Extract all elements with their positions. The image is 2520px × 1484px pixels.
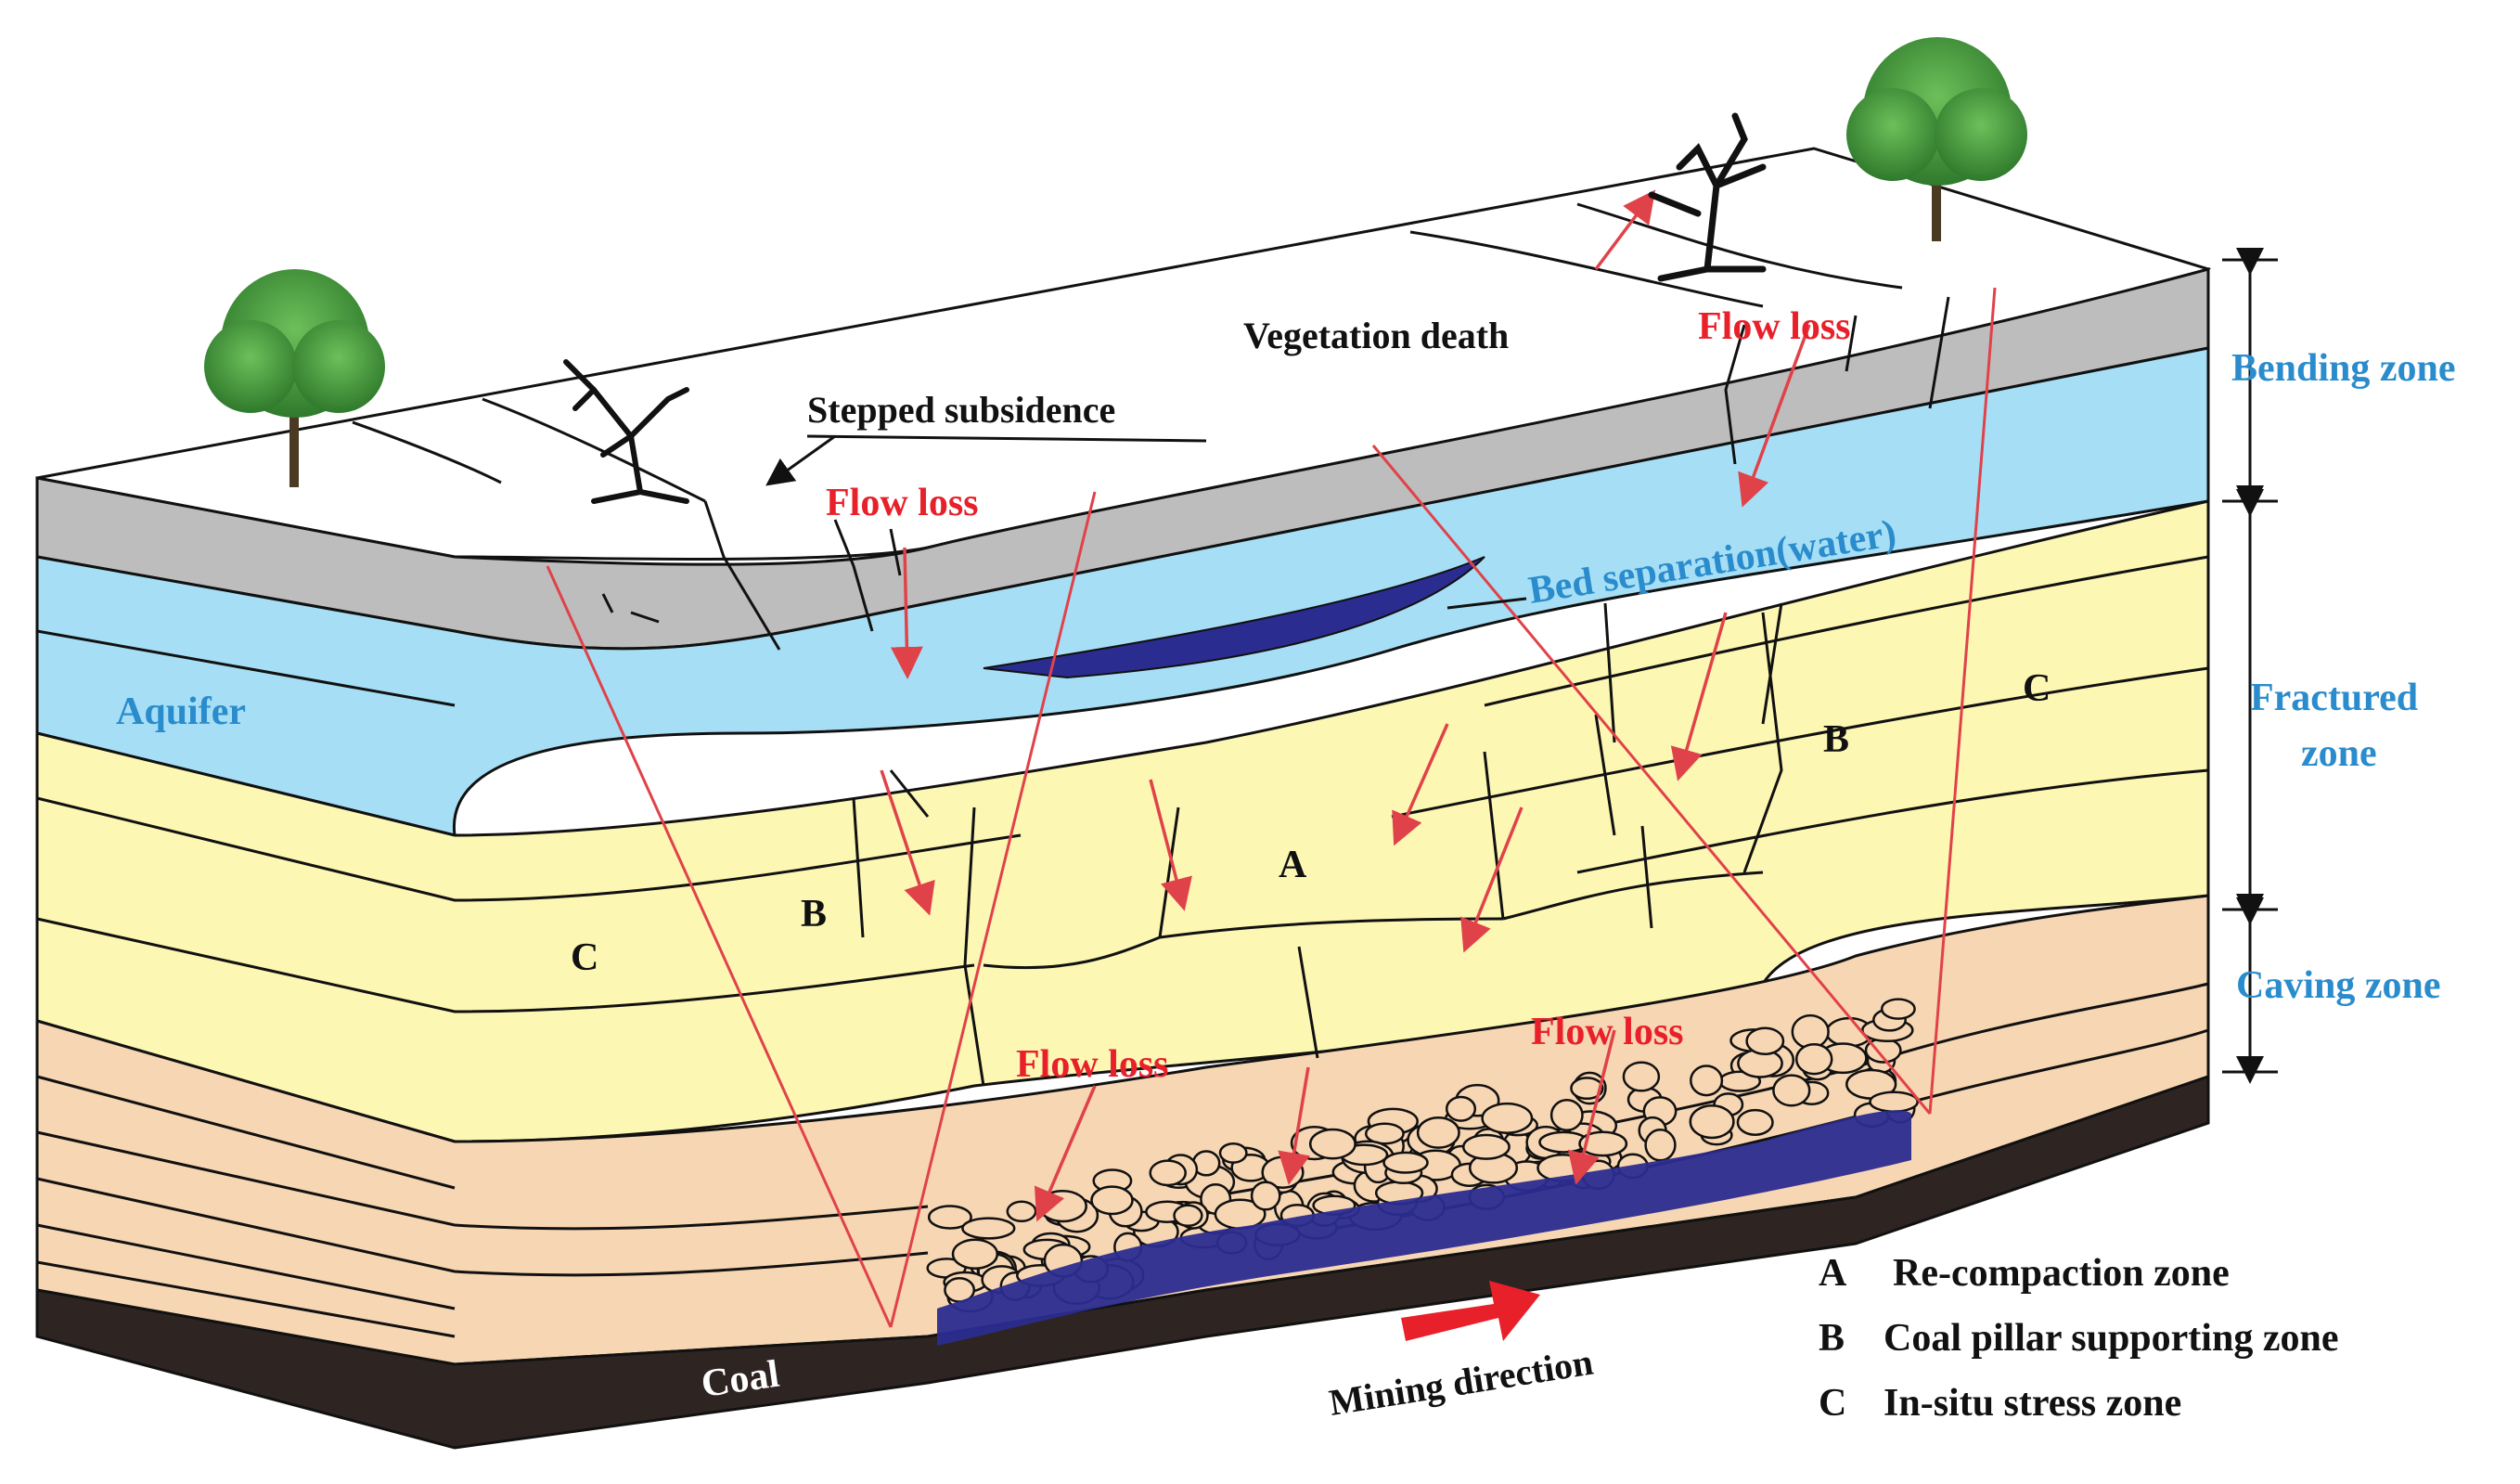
stepped-subsidence-label: Stepped subsidence [807,389,1115,431]
rubble-fragment [961,1217,1016,1240]
bending-zone-label: Bending zone [2231,347,2456,390]
influence-lines [546,287,1997,1328]
dead-tree-left [563,359,689,504]
mining-direction-label: Mining direction [1326,1341,1596,1424]
rubble-fragment [1218,1142,1248,1164]
mining-direction-arrow [1401,1281,1540,1341]
fractured-zone-label: Fractured [2250,677,2418,719]
sandstone-layer [35,499,2210,1143]
rubble-fragment [1772,1074,1811,1107]
rubble-fragment [1250,1181,1281,1211]
zone-label-b-right: B [1823,718,1849,761]
flow-loss-label-2: Flow loss [1698,305,1851,348]
zone-label-c-right: C [2023,667,2051,710]
rubble-fragment [1570,1077,1604,1101]
legend-key-c: C [1819,1382,1846,1425]
caving-rubble [926,998,1919,1313]
rubble-fragment [927,1205,972,1230]
rubble-fragment [1689,1103,1735,1140]
flow-loss-label-3: Flow loss [1016,1043,1169,1086]
zone-dimension-line [2222,248,2278,1084]
legend: A Re-compaction zone B Coal pillar suppo… [1819,1252,2338,1425]
zone-label-b-left: B [801,893,827,936]
zone-label-a: A [1279,844,1307,886]
caving-zone-label: Caving zone [2236,964,2441,1007]
rubble-fragment [1173,1204,1203,1228]
rubble-fragment [1745,1026,1785,1056]
healthy-tree-right [1846,37,2027,241]
stepped-subsidence-underline [806,434,1207,443]
rubble-fragment [1880,998,1916,1020]
rubble-fragment [1006,1200,1037,1223]
rubble-fragment [1791,1013,1830,1050]
dead-tree-right [1648,112,1767,282]
mudstone-layer [35,894,2210,1366]
surface-cracks [352,202,1950,651]
legend-text-a: Re-compaction zone [1893,1252,2230,1295]
rubble-fragment [1364,1122,1405,1145]
rubble-fragment [1869,1090,1919,1113]
aquifer-label: Aquifer [116,690,246,733]
bed-separation-pointer [1446,597,1527,610]
rubble-fragment [1308,1128,1356,1160]
flow-loss-label-1: Flow loss [826,482,979,524]
strata-lines [36,555,2209,1338]
zone-label-c-left: C [571,936,598,979]
rubble-fragment [1794,1043,1833,1076]
legend-key-a: A [1819,1252,1847,1295]
goaf-water [937,1110,1911,1346]
rubble-fragment [1461,1133,1511,1160]
rubble-fragment [1481,1102,1534,1134]
rubble-fragment [1622,1061,1661,1092]
rubble-fragment [1382,1151,1429,1174]
legend-text-b: Coal pillar supporting zone [1884,1317,2338,1360]
rubble-fragment [1644,1129,1677,1162]
stepped-subsidence-pointer [765,434,836,486]
aquifer-layer [35,346,2210,837]
rubble-fragment [1149,1159,1187,1187]
flow-loss-arrows [880,189,1811,1222]
bed-separation-lens [983,556,1485,679]
flow-loss-label-4: Flow loss [1531,1011,1684,1053]
rubble-fragment [1090,1185,1134,1216]
rubble-fragment [1736,1108,1774,1136]
fractured-zone-label-2: zone [2301,732,2377,775]
rubble-fragment [1416,1116,1460,1149]
rubble-fragment [951,1238,999,1270]
legend-key-b: B [1819,1317,1845,1360]
legend-text-c: In-situ stress zone [1884,1382,2181,1425]
rubble-fragment [1445,1095,1477,1122]
healthy-tree-left [204,269,385,487]
vegetation-death-label: Vegetation death [1243,315,1509,356]
rubble-fragment [1549,1098,1584,1132]
rubble-fragment [1690,1065,1724,1097]
